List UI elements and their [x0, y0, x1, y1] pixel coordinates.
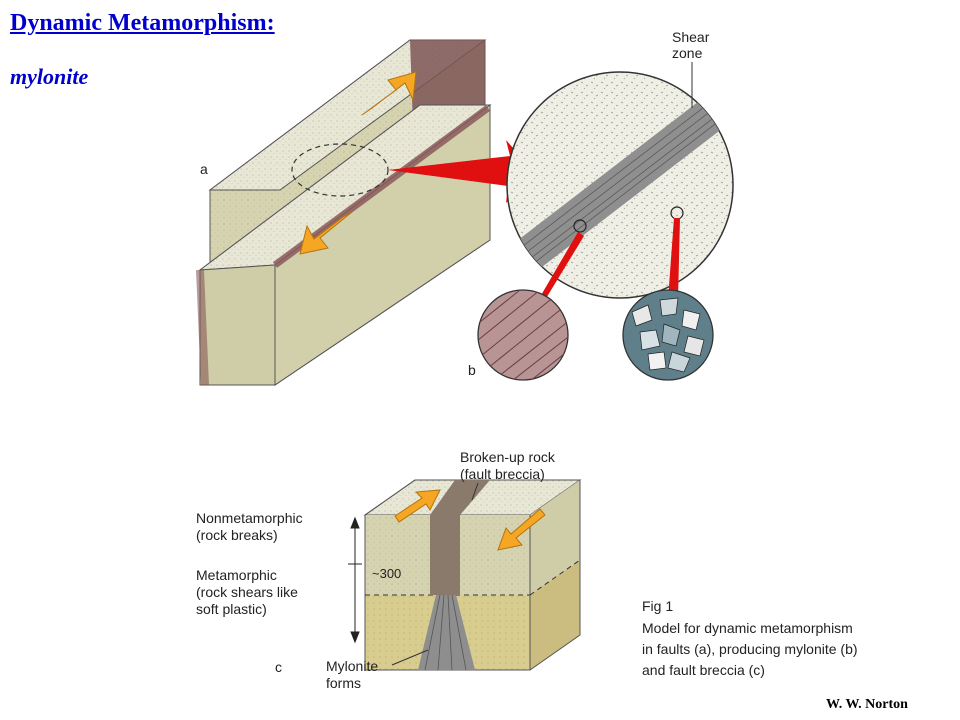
- breccia-texture-circle: [622, 289, 714, 381]
- metamorphic-label: Metamorphic: [196, 567, 277, 583]
- shear-zone-label-2: zone: [672, 45, 703, 61]
- red-arrow-main: [388, 140, 535, 203]
- fault-blocks-a: [196, 39, 492, 386]
- slide-title: Dynamic Metamorphism:: [10, 10, 275, 36]
- caption-line-2: Model for dynamic metamorphism: [642, 620, 853, 636]
- arrow-c-up-icon: [394, 489, 441, 523]
- mylonite-label-1: Mylonite: [326, 658, 378, 674]
- mylonite-texture-circle: [477, 289, 569, 381]
- mylonite-label-2: forms: [326, 675, 361, 691]
- slide-subtitle: mylonite: [10, 64, 89, 89]
- caption-line-3: in faults (a), producing mylonite (b): [642, 641, 858, 657]
- panel-a-label: a: [200, 161, 208, 177]
- arrow-down-icon: [299, 211, 353, 255]
- nonmetamorphic-label: Nonmetamorphic: [196, 510, 303, 526]
- nonmetamorphic-sub: (rock breaks): [196, 527, 278, 543]
- panel-c-label: c: [275, 659, 282, 675]
- broken-rock-label-1: Broken-up rock: [460, 449, 556, 465]
- panel-b-label: b: [468, 362, 476, 378]
- caption-line-4: and fault breccia (c): [642, 662, 765, 678]
- broken-rock-label-2: (fault breccia): [460, 466, 545, 482]
- metamorphic-sub-2: soft plastic): [196, 601, 267, 617]
- arrow-c-down-icon: [497, 508, 546, 551]
- depth-scale: [348, 516, 362, 644]
- shear-zone-label-1: Shear: [672, 29, 710, 45]
- image-credit: W. W. Norton: [826, 697, 908, 712]
- arrow-up-icon: [361, 71, 417, 116]
- shear-zone-closeup: [506, 71, 734, 299]
- depth-label: ~300: [372, 566, 401, 581]
- metamorphic-sub-1: (rock shears like: [196, 584, 298, 600]
- fault-block-c: [363, 479, 582, 671]
- caption-line-1: Fig 1: [642, 598, 673, 614]
